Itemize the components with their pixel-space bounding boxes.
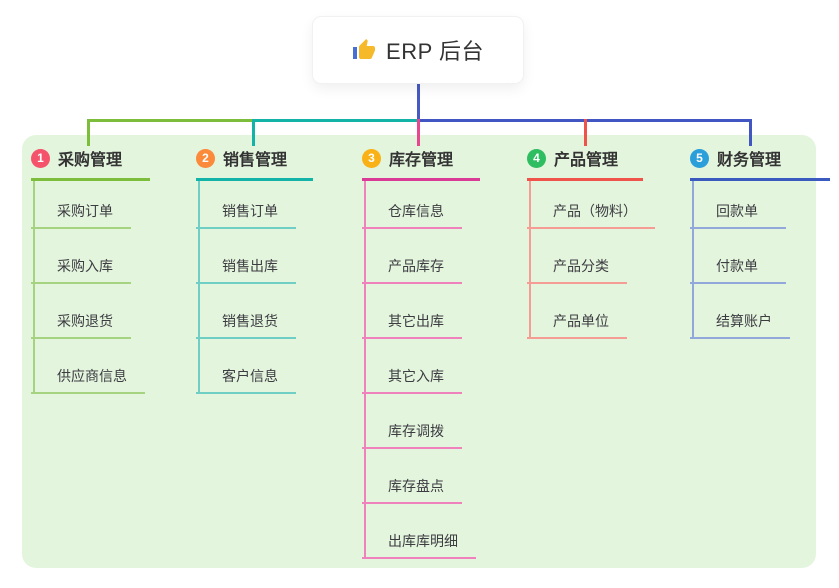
branch-items-column: 销售订单 销售出库 销售退货 客户信息 [196,174,296,394]
connector-line [749,119,752,146]
branch-item-label: 出库库明细 [388,533,458,549]
branch-item-node[interactable]: 销售出库 [196,229,296,284]
branch-item-node[interactable]: 库存调拨 [362,394,462,449]
mindmap-background-panel [22,135,816,568]
branch-title: 产品管理 [554,152,619,169]
branch-title: 采购管理 [58,152,123,169]
branch-item-label: 产品单位 [553,313,609,329]
branch-node[interactable]: 1 采购管理 [31,146,150,181]
branch-item-node[interactable]: 销售退货 [196,284,296,339]
branch-item-node[interactable]: 销售订单 [196,174,296,229]
branch-item-node[interactable]: 其它入库 [362,339,462,394]
branch-item-label: 产品（物料） [553,203,637,219]
branch-item-label: 结算账户 [716,313,772,329]
branch-item-label: 库存盘点 [388,478,444,494]
branch-item-node[interactable]: 付款单 [690,229,786,284]
branch-number-badge: 5 [690,148,709,168]
branch-item-label: 产品库存 [388,258,444,274]
branch-item-node[interactable]: 采购退货 [31,284,131,339]
branch-item-label: 仓库信息 [388,203,444,219]
branch-vertical-connector-line [33,180,35,394]
branch-item-node[interactable]: 回款单 [690,174,786,229]
branch-item-label: 库存调拨 [388,423,444,439]
branch-items-column: 仓库信息 产品库存 其它出库 其它入库 库存调拨 库存盘点 出库库明细 [362,174,476,559]
branch-item-label: 其它出库 [388,313,444,329]
connector-line [417,83,420,122]
branch-item-label: 销售订单 [222,203,278,219]
branch-item-node[interactable]: 供应商信息 [31,339,145,394]
branch-items-column: 采购订单 采购入库 采购退货 供应商信息 [31,174,145,394]
branch-item-node[interactable]: 采购订单 [31,174,131,229]
connector-line [584,119,587,146]
branch-item-label: 采购订单 [57,203,113,219]
connector-line [253,119,419,122]
branch-item-node[interactable]: 库存盘点 [362,449,462,504]
branch-item-label: 销售退货 [222,313,278,329]
connector-line [417,119,420,146]
branch-item-label: 产品分类 [553,258,609,274]
thumbs-up-icon [353,39,376,59]
branch-item-label: 付款单 [716,258,758,274]
branch-item-label: 供应商信息 [57,368,127,384]
branch-item-label: 销售出库 [222,258,278,274]
connector-line [87,119,255,122]
branch-vertical-connector-line [364,180,366,559]
branch-title: 库存管理 [389,152,454,169]
root-node-erp[interactable]: ERP 后台 [313,17,523,83]
branch-number-badge: 4 [527,148,546,168]
branch-item-node[interactable]: 结算账户 [690,284,790,339]
branch-item-node[interactable]: 采购入库 [31,229,131,284]
branch-node[interactable]: 5 财务管理 [690,146,830,181]
branch-node[interactable]: 2 销售管理 [196,146,313,181]
branch-item-node[interactable]: 其它出库 [362,284,462,339]
branch-item-node[interactable]: 客户信息 [196,339,296,394]
branch-number-badge: 3 [362,148,381,168]
branch-node[interactable]: 3 库存管理 [362,146,480,181]
branch-vertical-connector-line [198,180,200,394]
branch-items-column: 产品（物料） 产品分类 产品单位 [527,174,655,339]
branch-item-label: 其它入库 [388,368,444,384]
branch-number-badge: 1 [31,148,50,168]
branch-item-node[interactable]: 产品单位 [527,284,627,339]
branch-item-label: 采购退货 [57,313,113,329]
branch-title: 销售管理 [223,152,288,169]
branch-title: 财务管理 [717,152,782,169]
connector-line [252,119,255,146]
branch-items-column: 回款单 付款单 结算账户 [690,174,790,339]
branch-item-node[interactable]: 产品分类 [527,229,627,284]
connector-line [87,119,90,146]
branch-vertical-connector-line [529,180,531,339]
branch-item-node[interactable]: 产品库存 [362,229,462,284]
branch-item-node[interactable]: 产品（物料） [527,174,655,229]
branch-number-badge: 2 [196,148,215,168]
branch-vertical-connector-line [692,180,694,339]
root-title: ERP 后台 [386,39,484,64]
branch-item-label: 采购入库 [57,258,113,274]
branch-item-label: 客户信息 [222,368,278,384]
branch-item-label: 回款单 [716,203,758,219]
branch-item-node[interactable]: 仓库信息 [362,174,462,229]
branch-item-node[interactable]: 出库库明细 [362,504,476,559]
branch-node[interactable]: 4 产品管理 [527,146,643,181]
